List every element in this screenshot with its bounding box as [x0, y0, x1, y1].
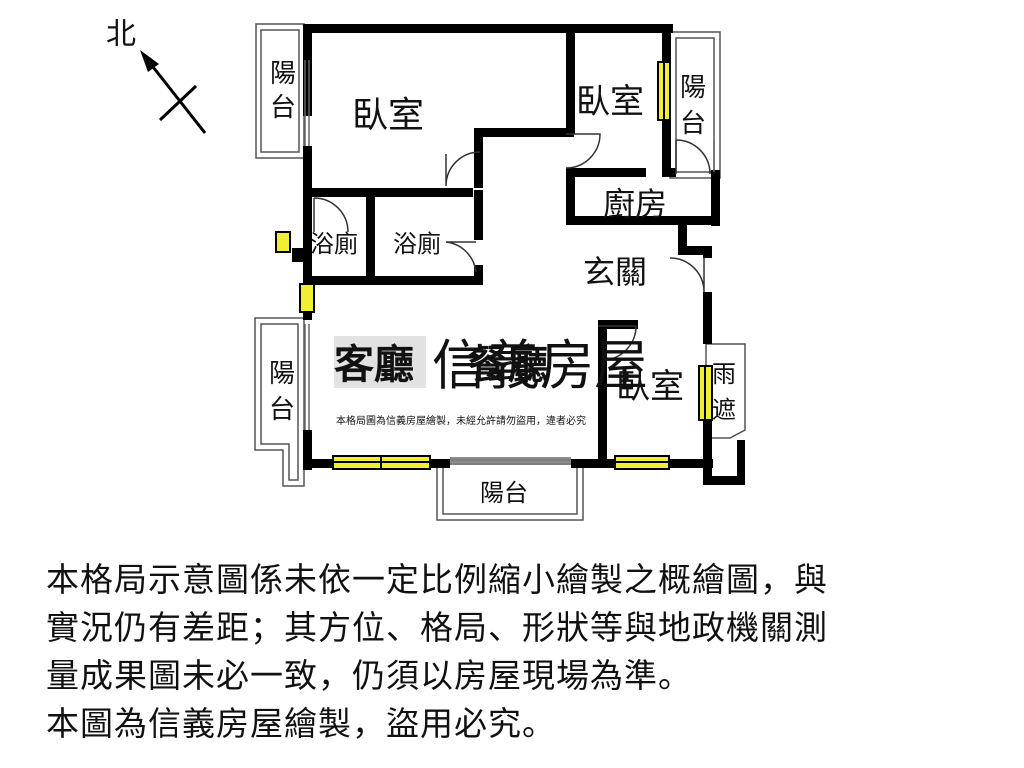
door-bed-nw [445, 151, 481, 187]
wall-kitchen-east [711, 170, 720, 226]
room-bath-1: 浴廁 [310, 230, 358, 258]
balcony-s-inner [442, 463, 578, 515]
wall-kitchen-top [566, 168, 646, 177]
room-bath-2: 浴廁 [393, 230, 441, 258]
room-balcony-ne-char2: 台 [680, 109, 706, 139]
room-dining: 餐廳 [468, 342, 548, 388]
wall-kitchen-south-2 [678, 216, 720, 225]
watermark-logo-block [334, 336, 426, 388]
door-bath-1 [313, 197, 349, 233]
wall-south-east [703, 430, 712, 482]
wall-bath-bottom [303, 276, 483, 285]
wall-canopy-bottom [703, 476, 745, 485]
wall-west-2 [303, 146, 312, 256]
room-living: 客廳 [334, 342, 414, 388]
wall-bath2-east-low [474, 265, 483, 285]
wall-west-1 [303, 24, 312, 116]
disclaimer: 本格局示意圖係未依一定比例縮小繪製之概繪圖，與 實況仍有差距；其方位、格局、形狀… [46, 556, 996, 748]
wall-south-2 [430, 459, 450, 468]
wall-east-2 [703, 292, 712, 344]
wall-kitchen-top-2 [662, 168, 676, 177]
wall-bath-divider [366, 196, 375, 284]
wall-bed-nw-east [474, 128, 483, 188]
disclaimer-line-3: 量成果圖未必一致，仍須以房屋現場為準。 [46, 656, 692, 695]
window-west [299, 283, 315, 313]
wall-bed-nw-south [474, 128, 574, 137]
wall-kitchen-west [566, 168, 575, 224]
wall-bath2-east [474, 190, 483, 240]
room-canopy-char2: 遮 [712, 396, 736, 424]
disclaimer-line-2: 實況仍有差距；其方位、格局、形狀等與地政機關測 [46, 608, 828, 647]
wall-bed-se-west [598, 326, 607, 466]
windows [275, 61, 713, 470]
balcony-w-inner [260, 323, 299, 481]
watermark-notice: 本格局圖為信義房屋繪製，未經允許請勿盜用，違者必究 [336, 414, 586, 427]
balcony-s-outline [436, 459, 584, 521]
room-balcony-w-char2: 台 [269, 395, 295, 425]
compass-cross-line [158, 84, 198, 122]
room-balcony-ne-char1: 陽 [680, 73, 706, 103]
door-bed-se [598, 325, 637, 361]
door-swings [313, 133, 711, 361]
wall-foyer-jog [678, 216, 687, 252]
balcony-ne-inner [675, 37, 715, 173]
vertical-labels: 陽 台 陽 台 陽 台 雨 遮 [269, 59, 736, 425]
room-bedroom-nw: 臥室 [352, 95, 424, 136]
watermark-brand: 信義房屋 [432, 334, 648, 397]
watermark: 信義房屋 本格局圖為信義房屋繪製，未經允許請勿盜用，違者必究 [334, 334, 648, 427]
compass-arrow-line [144, 57, 207, 134]
disclaimer-line-4: 本圖為信義房屋繪製，盜用必究。 [46, 704, 556, 743]
door-balcony-ne [675, 139, 711, 175]
room-balcony-w-char1: 陽 [269, 359, 295, 389]
door-bath-2 [445, 241, 477, 273]
room-foyer: 玄關 [583, 253, 647, 291]
room-bedroom-ne: 臥室 [576, 82, 644, 122]
balcony-nw-inner [260, 29, 300, 153]
room-canopy-char1: 雨 [712, 360, 736, 388]
compass: 北 [106, 17, 207, 134]
wall-west-4 [303, 310, 312, 320]
wall-west-5 [303, 430, 312, 470]
room-balcony-nw-char1: 陽 [270, 59, 296, 89]
balcony-outlines [254, 23, 746, 521]
wall-east-3 [703, 420, 712, 434]
door-bed-ne [565, 133, 601, 169]
wall-west-3 [303, 258, 312, 288]
wall-foyer-top [678, 246, 712, 255]
wall-bed-ne-west [566, 24, 575, 134]
room-kitchen: 廚房 [603, 185, 667, 223]
wall-south-3 [571, 459, 615, 468]
wall-bath-top [303, 188, 473, 197]
balcony-ne-outline [669, 31, 721, 179]
door-foyer [669, 257, 705, 293]
room-balcony-nw-char2: 台 [270, 93, 296, 123]
wall-south-1 [303, 459, 333, 468]
north-arrow-icon [140, 50, 159, 72]
sliding-doors [304, 60, 715, 463]
wall-kitchen-south [566, 216, 686, 225]
room-balcony-s: 陽台 [480, 479, 528, 507]
north-label: 北 [106, 17, 136, 52]
balcony-nw-outline [255, 23, 305, 159]
window-bath [275, 231, 291, 253]
wall-canopy-right [737, 440, 745, 484]
room-bedroom-se: 臥室 [616, 367, 684, 407]
wall-bed-se-top [598, 320, 638, 329]
wall-north [303, 24, 673, 33]
wall-south-4 [669, 459, 713, 468]
disclaimer-line-1: 本格局示意圖係未依一定比例縮小繪製之概繪圖，與 [46, 560, 828, 599]
wall-east-1 [703, 246, 712, 258]
floor-plan: 北 [106, 17, 746, 521]
room-labels: 臥室 臥室 臥室 廚房 玄關 浴廁 浴廁 客廳 餐廳 陽台 [310, 82, 684, 507]
